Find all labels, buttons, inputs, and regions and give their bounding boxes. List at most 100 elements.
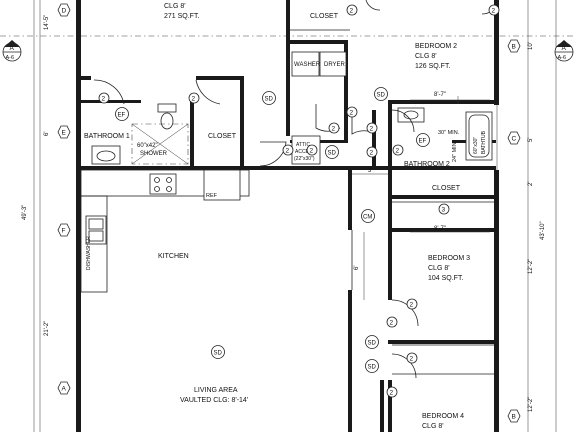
- svg-text:CLG 8': CLG 8': [422, 423, 444, 430]
- ref-label: REF: [206, 193, 218, 199]
- svg-text:A: A: [62, 386, 67, 393]
- svg-text:ACCESS: ACCESS: [295, 149, 316, 155]
- door-tag: 2: [366, 146, 378, 158]
- svg-text:C: C: [512, 136, 517, 143]
- svg-text:EF: EF: [419, 139, 427, 145]
- door-tag: 2: [366, 122, 378, 134]
- section-marker-right: A A-6: [554, 40, 574, 62]
- closet-shelves: [290, 29, 494, 375]
- svg-text:2: 2: [492, 8, 496, 15]
- door-tag: 2: [346, 106, 358, 118]
- room-top-left: CLG 8' 271 SQ.FT.: [164, 3, 199, 20]
- min-24-label: 24" MIN.: [452, 140, 458, 162]
- smoke-detector-icon: SD: [262, 91, 276, 105]
- svg-text:2: 2: [286, 148, 290, 155]
- door-tag: 2: [346, 4, 358, 16]
- bath2-width-dim: 8'-7": [434, 92, 446, 98]
- svg-text:(22"x30"): (22"x30"): [294, 156, 315, 162]
- svg-text:A-6: A-6: [558, 55, 567, 61]
- door-tag: 2: [488, 4, 500, 16]
- closet-top-label: CLOSET: [310, 13, 339, 20]
- svg-text:2: 2: [370, 150, 374, 157]
- washer-label: WASHER: [294, 62, 321, 68]
- door-tags: 2 2 2 2 2 2 2 2 2 2 2 2 2 2 2 3: [98, 4, 500, 398]
- svg-text:126 SQ.FT.: 126 SQ.FT.: [415, 63, 450, 70]
- svg-text:F: F: [62, 228, 66, 235]
- bedroom-2-label: BEDROOM 2 CLG 8' 126 SQ.FT.: [415, 43, 457, 70]
- grid-bubble: E: [57, 125, 71, 139]
- room-clg: CLG 8': [164, 3, 186, 10]
- svg-text:2: 2: [192, 96, 196, 103]
- svg-text:B: B: [512, 414, 516, 421]
- door-tag: 2: [98, 92, 110, 104]
- shower-size: 60"x42": [137, 143, 158, 149]
- dishwasher-label: DISHWASHER: [86, 236, 92, 270]
- grid-bubble: F: [57, 223, 71, 237]
- bedroom-4-label: BEDROOM 4 CLG 8': [422, 413, 464, 430]
- smoke-detector-icon: SD: [365, 335, 379, 349]
- dim-left-e: 6': [44, 132, 50, 136]
- bathtub-size: 60"x30": [473, 137, 479, 154]
- grid-bubble: A: [57, 381, 71, 395]
- door-tag: 2: [392, 144, 404, 156]
- shower-label: SHOWER: [140, 151, 168, 157]
- closet-door-tag: 3: [438, 203, 450, 215]
- corridor-width-dim: 3': [368, 168, 372, 174]
- door-tag: 2: [282, 144, 294, 156]
- dryer-label: DRYER: [324, 62, 346, 68]
- bedroom-3-label: BEDROOM 3 CLG 8' 104 SQ.FT.: [428, 255, 470, 282]
- bathroom-1-label: BATHROOM 1: [84, 133, 130, 140]
- door-tag: 2: [386, 316, 398, 328]
- smoke-detector-icon: SD: [374, 87, 388, 101]
- svg-text:ATTIC: ATTIC: [296, 142, 310, 148]
- smoke-detectors: SD SD SD SD SD SD: [211, 87, 388, 373]
- svg-text:EF: EF: [118, 113, 126, 119]
- grid-bubble: C: [507, 131, 521, 145]
- kitchen: REF DISHWASHER KITCHEN: [80, 169, 250, 293]
- smoke-detector-icon: SD: [211, 345, 225, 359]
- svg-text:2: 2: [350, 8, 354, 15]
- dim-right-b: 10': [528, 42, 534, 50]
- door-tag: 2: [406, 298, 418, 310]
- dim-right-g: 12'-2": [528, 397, 534, 412]
- exterior-walls: [76, 0, 499, 432]
- svg-text:2: 2: [390, 320, 394, 327]
- door-tag: 2: [328, 122, 340, 134]
- bathtub-label: BATHTUB: [481, 130, 487, 154]
- svg-text:SD: SD: [368, 365, 377, 371]
- svg-text:E: E: [62, 130, 67, 137]
- svg-text:2: 2: [332, 126, 336, 133]
- grid-bubble: B: [507, 409, 521, 423]
- svg-text:2: 2: [410, 356, 414, 363]
- closet-bed3-label: CLOSET: [432, 185, 461, 192]
- svg-text:2: 2: [350, 110, 354, 117]
- svg-text:B: B: [512, 44, 516, 51]
- door-tag: 2: [306, 144, 318, 156]
- svg-text:CM: CM: [363, 215, 372, 221]
- svg-text:BEDROOM 2: BEDROOM 2: [415, 43, 457, 50]
- living-area-label: LIVING AREA VAULTED CLG: 8'-14': [180, 387, 248, 404]
- svg-text:SD: SD: [328, 151, 337, 157]
- cm-symbol-icon: CM: [361, 209, 375, 223]
- svg-text:SD: SD: [377, 93, 386, 99]
- svg-text:2: 2: [310, 148, 314, 155]
- dim-left-bottom: 21'-2": [44, 321, 50, 336]
- bed3-width-dim: 8'-7": [434, 226, 446, 232]
- smoke-detector-icon: SD: [365, 359, 379, 373]
- min-30-label: 30" MIN.: [438, 130, 460, 136]
- exhaust-fan-icon: EF: [416, 133, 430, 147]
- svg-text:A: A: [562, 45, 567, 52]
- left-dimensions: 14'-5" 6' 49'-3" 21'-2": [22, 15, 50, 336]
- door-tag: 2: [386, 386, 398, 398]
- bathroom-2: BATHROOM 2 60"x30" BATHTUB 30" MIN. 24" …: [397, 107, 493, 168]
- svg-text:A: A: [10, 45, 15, 52]
- dim-right-f: 12'-2": [528, 259, 534, 274]
- door-tag: 2: [188, 92, 200, 104]
- svg-text:CLG 8': CLG 8': [415, 53, 437, 60]
- bathroom-2-label: BATHROOM 2: [404, 161, 450, 168]
- svg-text:SD: SD: [368, 341, 377, 347]
- grid-bubbles-left: D E F A: [57, 3, 71, 395]
- svg-text:2: 2: [410, 302, 414, 309]
- svg-text:LIVING AREA: LIVING AREA: [194, 387, 238, 394]
